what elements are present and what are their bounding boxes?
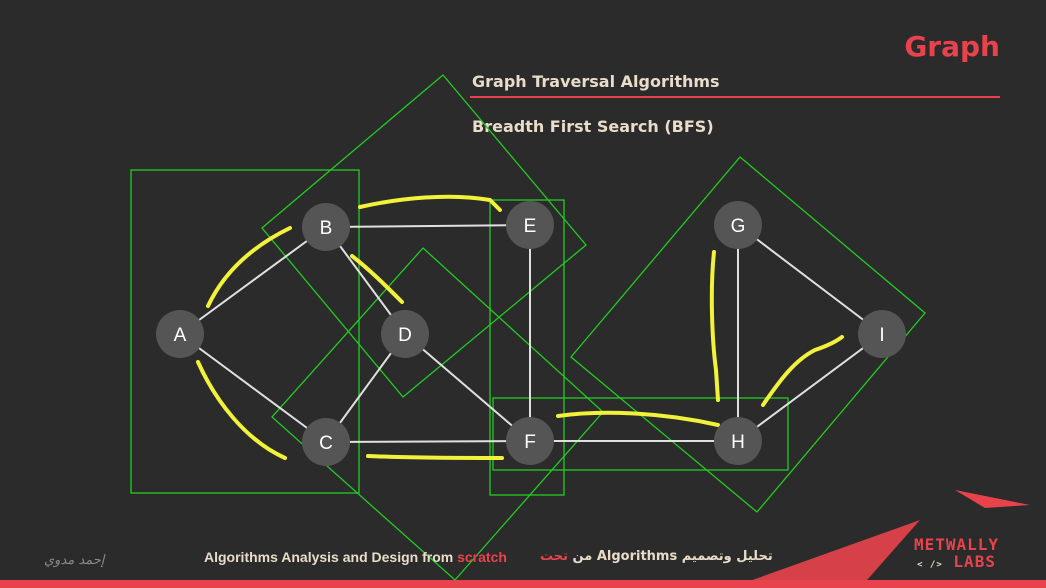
edge-h-i (737, 333, 883, 442)
node-g: G (714, 201, 762, 249)
slide-subtitle: Graph Traversal Algorithms (472, 72, 720, 91)
node-h: H (714, 417, 762, 465)
traversal-highlights (196, 194, 844, 460)
box-level-ghi (570, 156, 926, 513)
page-title: Graph (904, 30, 1000, 63)
node-a: A (156, 310, 204, 358)
node-d: D (381, 310, 429, 358)
edge-d-f (404, 333, 531, 442)
highlight-g-h (709, 250, 720, 402)
highlight-b-e (358, 194, 502, 212)
edge-a-b (179, 226, 327, 335)
box-level-a (130, 169, 360, 494)
box-level-fh (492, 397, 789, 471)
node-b: B (302, 203, 350, 251)
box-level-ef (489, 199, 565, 496)
svg-text:G: G (731, 216, 746, 237)
edge-a-c (179, 333, 327, 443)
highlight-h-i (761, 335, 844, 407)
section-heading: Breadth First Search (BFS) (472, 117, 714, 136)
svg-text:F: F (524, 432, 536, 453)
author-signature: إحمد مدوي (44, 553, 105, 568)
highlight-a-c (196, 360, 287, 460)
svg-text:D: D (398, 325, 412, 346)
annotation-boxes (130, 74, 926, 581)
svg-text:I: I (879, 325, 884, 346)
box-level-b (261, 74, 587, 398)
graph-nodes: A B C D E F G H I (156, 201, 906, 466)
logo-line2: LABS (953, 552, 996, 571)
footer-course-title: Algorithms Analysis and Design from scra… (204, 549, 507, 565)
svg-text:H: H (731, 432, 745, 453)
logo-graphic (730, 490, 1030, 588)
bottom-accent-bar (0, 580, 1046, 588)
footer-arabic-accent: تحت (540, 549, 569, 564)
footer-course-accent: scratch (457, 549, 507, 565)
edge-c-f (325, 440, 531, 443)
node-i: I (858, 310, 906, 358)
box-level-d (271, 247, 604, 581)
node-e: E (506, 201, 554, 249)
highlight-f-h (556, 410, 720, 427)
svg-text:C: C (319, 433, 333, 454)
graph-edges (179, 224, 883, 443)
svg-text:B: B (320, 218, 333, 239)
svg-text:A: A (174, 325, 187, 346)
svg-text:E: E (524, 216, 537, 237)
node-c: C (302, 418, 350, 466)
edge-b-e (325, 224, 531, 228)
brand-logo: METWALLY < /> LABS (914, 536, 999, 574)
highlight-b-d (350, 254, 404, 304)
logo-brackets: < /> (917, 560, 943, 570)
footer-course-prefix: Algorithms Analysis and Design from (204, 549, 458, 565)
edge-g-i (737, 224, 883, 335)
node-f: F (506, 417, 554, 465)
logo-shard-bottom (730, 520, 920, 588)
footer-arabic-title: تحليل وتصميم Algorithms من تحت (540, 549, 773, 564)
footer-arabic-main: تحليل وتصميم Algorithms من (568, 549, 773, 564)
highlight-c-f (366, 454, 504, 460)
subtitle-underline (470, 96, 1000, 98)
logo-shard-top (955, 490, 1030, 508)
highlight-a-b (206, 226, 292, 308)
logo-line1: METWALLY (914, 535, 1000, 554)
